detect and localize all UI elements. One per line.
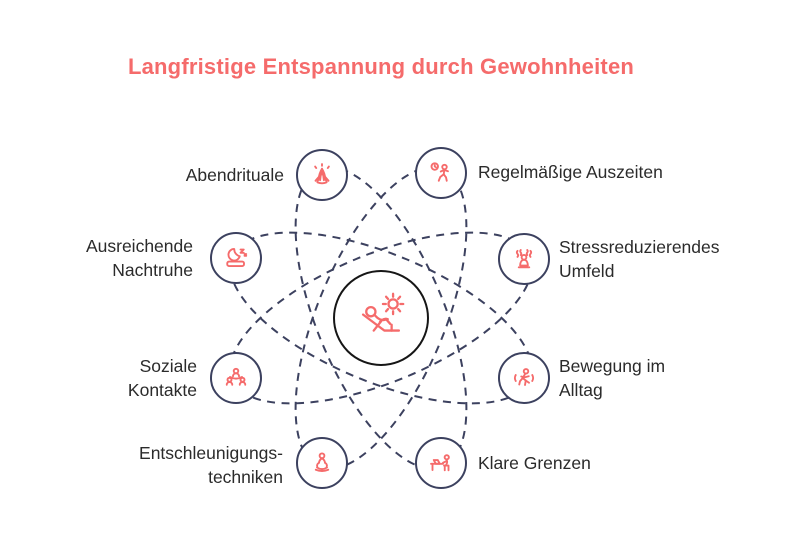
lotus-person-icon <box>314 452 330 472</box>
center-node <box>333 270 429 366</box>
meditation-steam-icon <box>515 249 533 269</box>
label-regelmaessige-auszeiten: Regelmäßige Auszeiten <box>478 162 663 182</box>
label-entschleunigungstechniken: Entschleunigungs- techniken <box>139 443 283 487</box>
label-klare-grenzen: Klare Grenzen <box>478 453 591 473</box>
node-stressreduzierendes-umfeld <box>498 233 550 285</box>
node-bewegung-im-alltag <box>498 352 550 404</box>
node-soziale-kontakte <box>210 352 262 404</box>
sleep-moon-icon <box>226 248 248 267</box>
relax-lounger-sun-icon <box>361 292 405 332</box>
people-group-icon <box>225 367 247 386</box>
node-abendrituale <box>296 149 348 201</box>
label-abendrituale: Abendrituale <box>185 165 284 185</box>
node-klare-grenzen <box>415 437 467 489</box>
node-ausreichende-nachtruhe <box>210 232 262 284</box>
person-clock-icon <box>430 162 449 182</box>
label-soziale-kontakte: Soziale Kontakte <box>127 356 197 400</box>
node-regelmaessige-auszeiten <box>415 147 467 199</box>
runner-icon <box>513 368 535 386</box>
label-bewegung-im-alltag: Bewegung im Alltag <box>559 356 666 400</box>
label-ausreichende-nachtruhe: Ausreichende Nachtruhe <box>85 236 193 280</box>
node-entschleunigungstechniken <box>296 437 348 489</box>
desk-person-icon <box>430 454 450 472</box>
label-stressreduzierendes-umfeld: Stressreduzierendes Umfeld <box>559 237 720 281</box>
praying-hands-icon <box>314 163 330 185</box>
page-title: Langfristige Entspannung durch Gewohnhei… <box>127 54 635 79</box>
